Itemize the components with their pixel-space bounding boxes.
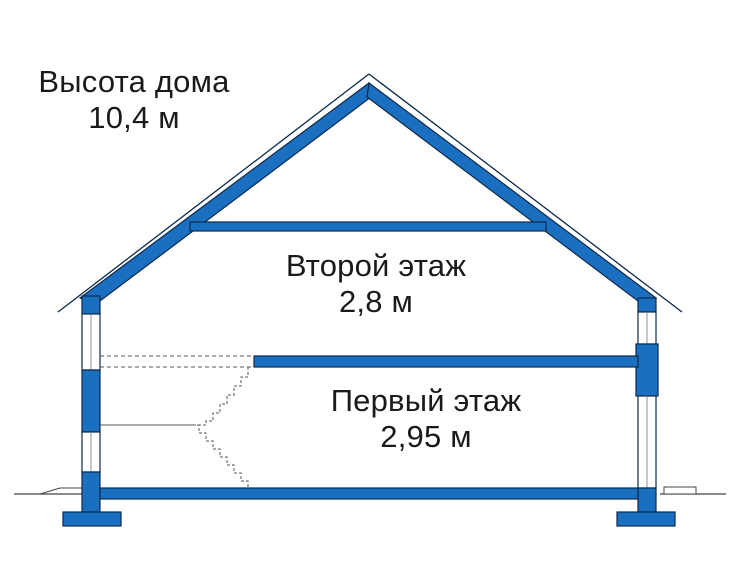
roof-outline	[57, 73, 683, 313]
house-height-value: 10,4 м	[88, 99, 180, 135]
stair-opening-dashed	[100, 355, 254, 368]
interfloor-slab	[253, 355, 639, 368]
ground-line	[14, 486, 726, 495]
second-floor-label: Второй этаж 2,8 м	[240, 248, 512, 319]
foundations	[62, 511, 676, 527]
staircase	[100, 367, 262, 490]
attic-ceiling-beam	[189, 221, 547, 232]
first-floor-height: 2,95 м	[380, 418, 472, 454]
right-wall	[635, 297, 659, 513]
first-floor-title: Первый этаж	[330, 383, 522, 418]
second-floor-height: 2,8 м	[338, 283, 414, 319]
house-height-title: Высота дома	[38, 64, 230, 99]
second-floor-title: Второй этаж	[285, 248, 467, 283]
house-height-label: Высота дома 10,4 м	[14, 64, 254, 135]
left-foundation	[62, 511, 122, 527]
right-foundation	[616, 511, 676, 527]
ground-floor-slab	[99, 487, 639, 500]
left-wall	[81, 295, 101, 513]
first-floor-label: Первый этаж 2,95 м	[290, 383, 562, 454]
